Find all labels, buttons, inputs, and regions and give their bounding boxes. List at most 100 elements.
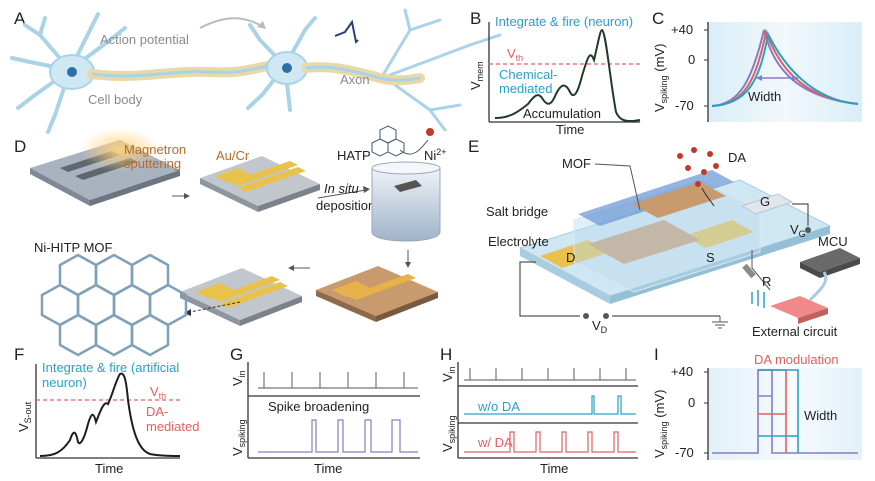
spike-icon <box>334 19 359 45</box>
external-board-edge <box>798 308 828 324</box>
e-vd-sub: D <box>601 325 608 335</box>
c-spike-blue <box>711 30 859 107</box>
neuron-left-illustration <box>10 12 127 134</box>
i-width-arrows <box>758 395 798 437</box>
b-vth-label: Vth <box>507 46 523 63</box>
b-y-label: Vmem <box>468 61 485 90</box>
ni-label: Ni2+ <box>424 147 447 163</box>
external-board <box>770 296 828 318</box>
i-y-label: Vspiking (mV) <box>652 390 669 458</box>
panel-i: I +40 0 -70 DA modulation Width Vspiking… <box>652 345 862 460</box>
i-tick-label-mid: 0 <box>688 395 695 410</box>
i-pulse-blue <box>758 369 799 453</box>
i-y-main: V <box>652 449 667 458</box>
e-vd-terminal-2 <box>603 313 609 319</box>
i-y-unit: (mV) <box>652 390 667 422</box>
c-tick-label-bot: -70 <box>675 98 694 113</box>
e-resistor-wire <box>751 250 771 291</box>
g-vin-main: V <box>230 377 245 386</box>
b-title: Integrate & fire (neuron) <box>495 14 633 29</box>
h-vspiking-sub: spiking <box>447 415 457 443</box>
substrate-3-side <box>180 292 240 326</box>
insitu-label: In situ <box>324 181 359 196</box>
e-vd-wire <box>519 261 720 317</box>
h-input-pulses <box>464 368 636 381</box>
f-y-sub: S-out <box>23 401 33 423</box>
panel-label-e: E <box>468 137 479 156</box>
f-x-label: Time <box>95 461 123 476</box>
da-molecules <box>677 147 719 187</box>
e-salt-bridge-label: Salt bridge <box>486 204 548 219</box>
e-vg-label: VG <box>790 222 806 239</box>
panel-label-f: F <box>14 345 24 364</box>
g-spike-broadening-label: Spike broadening <box>268 399 369 414</box>
coordination-arrow <box>399 139 429 155</box>
mof-label: Ni-HITP MOF <box>34 240 113 255</box>
substrate-2-front <box>258 184 320 212</box>
f-da-label-1: DA- <box>146 404 168 419</box>
beaker-rim <box>371 161 441 175</box>
substrate-2-side <box>200 178 258 212</box>
h-vin-main: V <box>440 373 455 382</box>
g-vin-label: Vin <box>230 370 247 386</box>
beaker <box>371 167 441 242</box>
d-arrowhead-4 <box>288 265 294 271</box>
b-chem-label-1: Chemical- <box>499 67 558 82</box>
panel-h: H w/o DA w/ DA Time Vin Vspiking <box>440 345 638 476</box>
e-mof-channel <box>588 220 700 264</box>
axon-label: Axon <box>340 72 370 87</box>
b-vth-main: V <box>507 46 516 61</box>
h-wo-da-label: w/o DA <box>477 399 520 414</box>
e-s-label: S <box>706 250 715 265</box>
e-source <box>684 220 754 248</box>
e-r-label: R <box>762 274 771 289</box>
e-gate-terminal <box>805 227 811 233</box>
e-electrolyte-label: Electrolyte <box>488 234 549 249</box>
b-chem-label-2: mediated <box>499 81 552 96</box>
cell-body-label: Cell body <box>88 92 143 107</box>
hatp-label: HATP <box>337 148 371 163</box>
b-vth-sub: th <box>516 53 524 63</box>
ground-icon <box>712 316 728 329</box>
b-y-sub: mem <box>475 61 485 81</box>
e-gate <box>740 193 794 215</box>
axon-core-right <box>305 65 421 82</box>
panel-g: G Spike broadening Time Vin Vspiking <box>230 345 420 476</box>
e-vd-main: V <box>592 318 601 333</box>
e-output-spikes <box>751 290 765 308</box>
nucleus-left <box>67 67 77 77</box>
e-mof-top <box>632 182 726 218</box>
nucleus-right <box>282 63 292 73</box>
h-wo-da-pulses <box>464 395 636 415</box>
propagation-arrow <box>199 17 266 29</box>
d-arrow-2 <box>317 189 367 199</box>
beaker-substrate <box>394 180 422 192</box>
panel-label-b: B <box>470 9 481 28</box>
i-width-label: Width <box>804 408 837 423</box>
hatp-molecule <box>371 125 405 157</box>
panel-label-g: G <box>230 345 243 364</box>
e-vd-terminal-1 <box>583 313 589 319</box>
e-mof-label: MOF <box>562 156 591 171</box>
f-title-2: neuron) <box>42 375 87 390</box>
g-vspiking-main: V <box>230 447 245 456</box>
panel-label-a: A <box>14 9 26 28</box>
magnetron-label-2: sputtering <box>124 156 181 171</box>
f-title-1: Integrate & fire (artificial <box>42 360 179 375</box>
d-arrowhead-2 <box>363 186 370 193</box>
f-y-label: VS-out <box>16 401 33 432</box>
magnetron-label-1: Magnetron <box>124 142 186 157</box>
da-arrow <box>701 187 715 207</box>
b-accumulation-label: Accumulation <box>523 106 601 121</box>
h-vspiking-main: V <box>440 443 455 452</box>
i-tick-label-bot: -70 <box>675 445 694 460</box>
substrate-3-front <box>240 296 302 326</box>
i-tick-label-top: +40 <box>671 364 693 379</box>
f-trace <box>39 372 181 457</box>
b-x-label: Time <box>556 122 584 137</box>
ni-sup: 2+ <box>436 147 446 157</box>
f-da-label-2: mediated <box>146 419 199 434</box>
substrate-4-side <box>316 290 376 322</box>
panel-label-h: H <box>440 345 452 364</box>
panel-b: B Integrate & fire (neuron) Vth Chemical… <box>468 9 641 137</box>
